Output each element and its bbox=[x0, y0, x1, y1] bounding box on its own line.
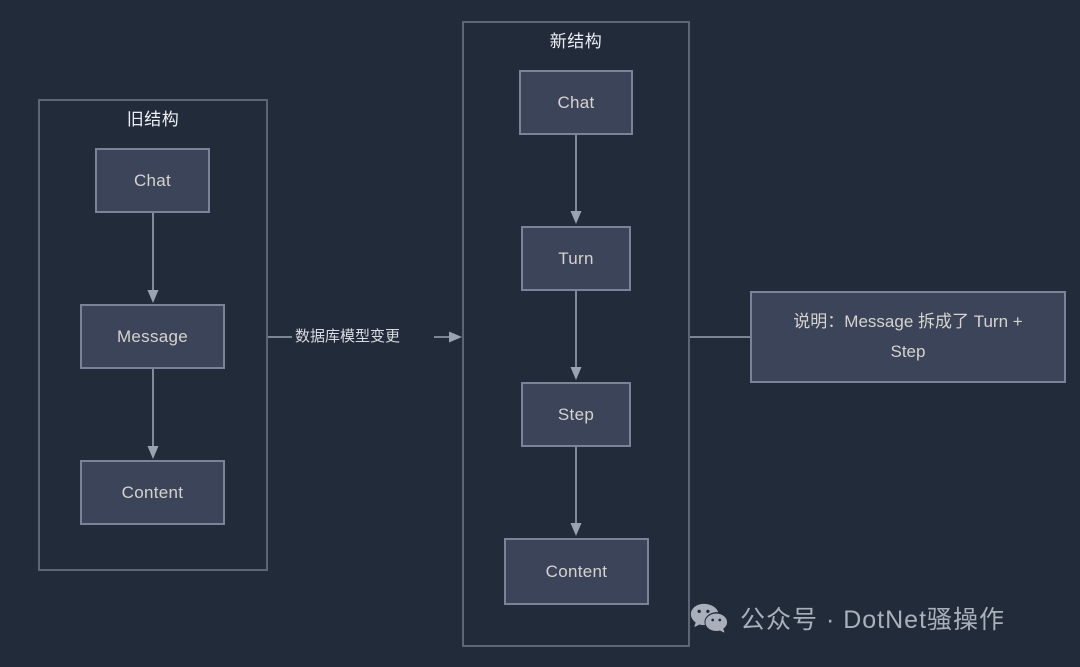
node-old-content-label: Content bbox=[121, 482, 184, 502]
edge-new-turn-to-step bbox=[570, 291, 582, 380]
node-new-turn[interactable]: Turn bbox=[521, 226, 631, 291]
node-new-chat[interactable]: Chat bbox=[519, 70, 633, 135]
group-new-structure: 新结构 bbox=[462, 21, 690, 647]
edge-old-message-to-content bbox=[147, 369, 159, 459]
node-new-step[interactable]: Step bbox=[521, 382, 631, 447]
edge-new-step-to-content bbox=[570, 447, 582, 536]
group-old-structure: 旧结构 bbox=[38, 99, 268, 571]
node-new-step-label: Step bbox=[557, 404, 595, 424]
node-new-content[interactable]: Content bbox=[504, 538, 649, 605]
edge-new-chat-to-turn bbox=[570, 135, 582, 224]
edge-old-chat-to-message bbox=[147, 213, 159, 303]
node-new-content-label: Content bbox=[545, 561, 608, 581]
node-old-chat-label: Chat bbox=[133, 170, 172, 190]
note-text: 说明：Message 拆成了 Turn + Step bbox=[793, 312, 1023, 361]
node-old-message[interactable]: Message bbox=[80, 304, 225, 369]
edge-migration-label: 数据库模型变更 bbox=[292, 327, 404, 347]
group-new-structure-title: 新结构 bbox=[549, 32, 603, 51]
node-old-message-label: Message bbox=[116, 326, 189, 346]
group-old-structure-title: 旧结构 bbox=[126, 110, 180, 129]
note-box: 说明：Message 拆成了 Turn + Step bbox=[750, 291, 1066, 383]
node-old-chat[interactable]: Chat bbox=[95, 148, 210, 213]
node-old-content[interactable]: Content bbox=[80, 460, 225, 525]
edge-migration bbox=[268, 331, 462, 343]
node-new-turn-label: Turn bbox=[558, 248, 594, 268]
node-new-chat-label: Chat bbox=[557, 92, 595, 112]
